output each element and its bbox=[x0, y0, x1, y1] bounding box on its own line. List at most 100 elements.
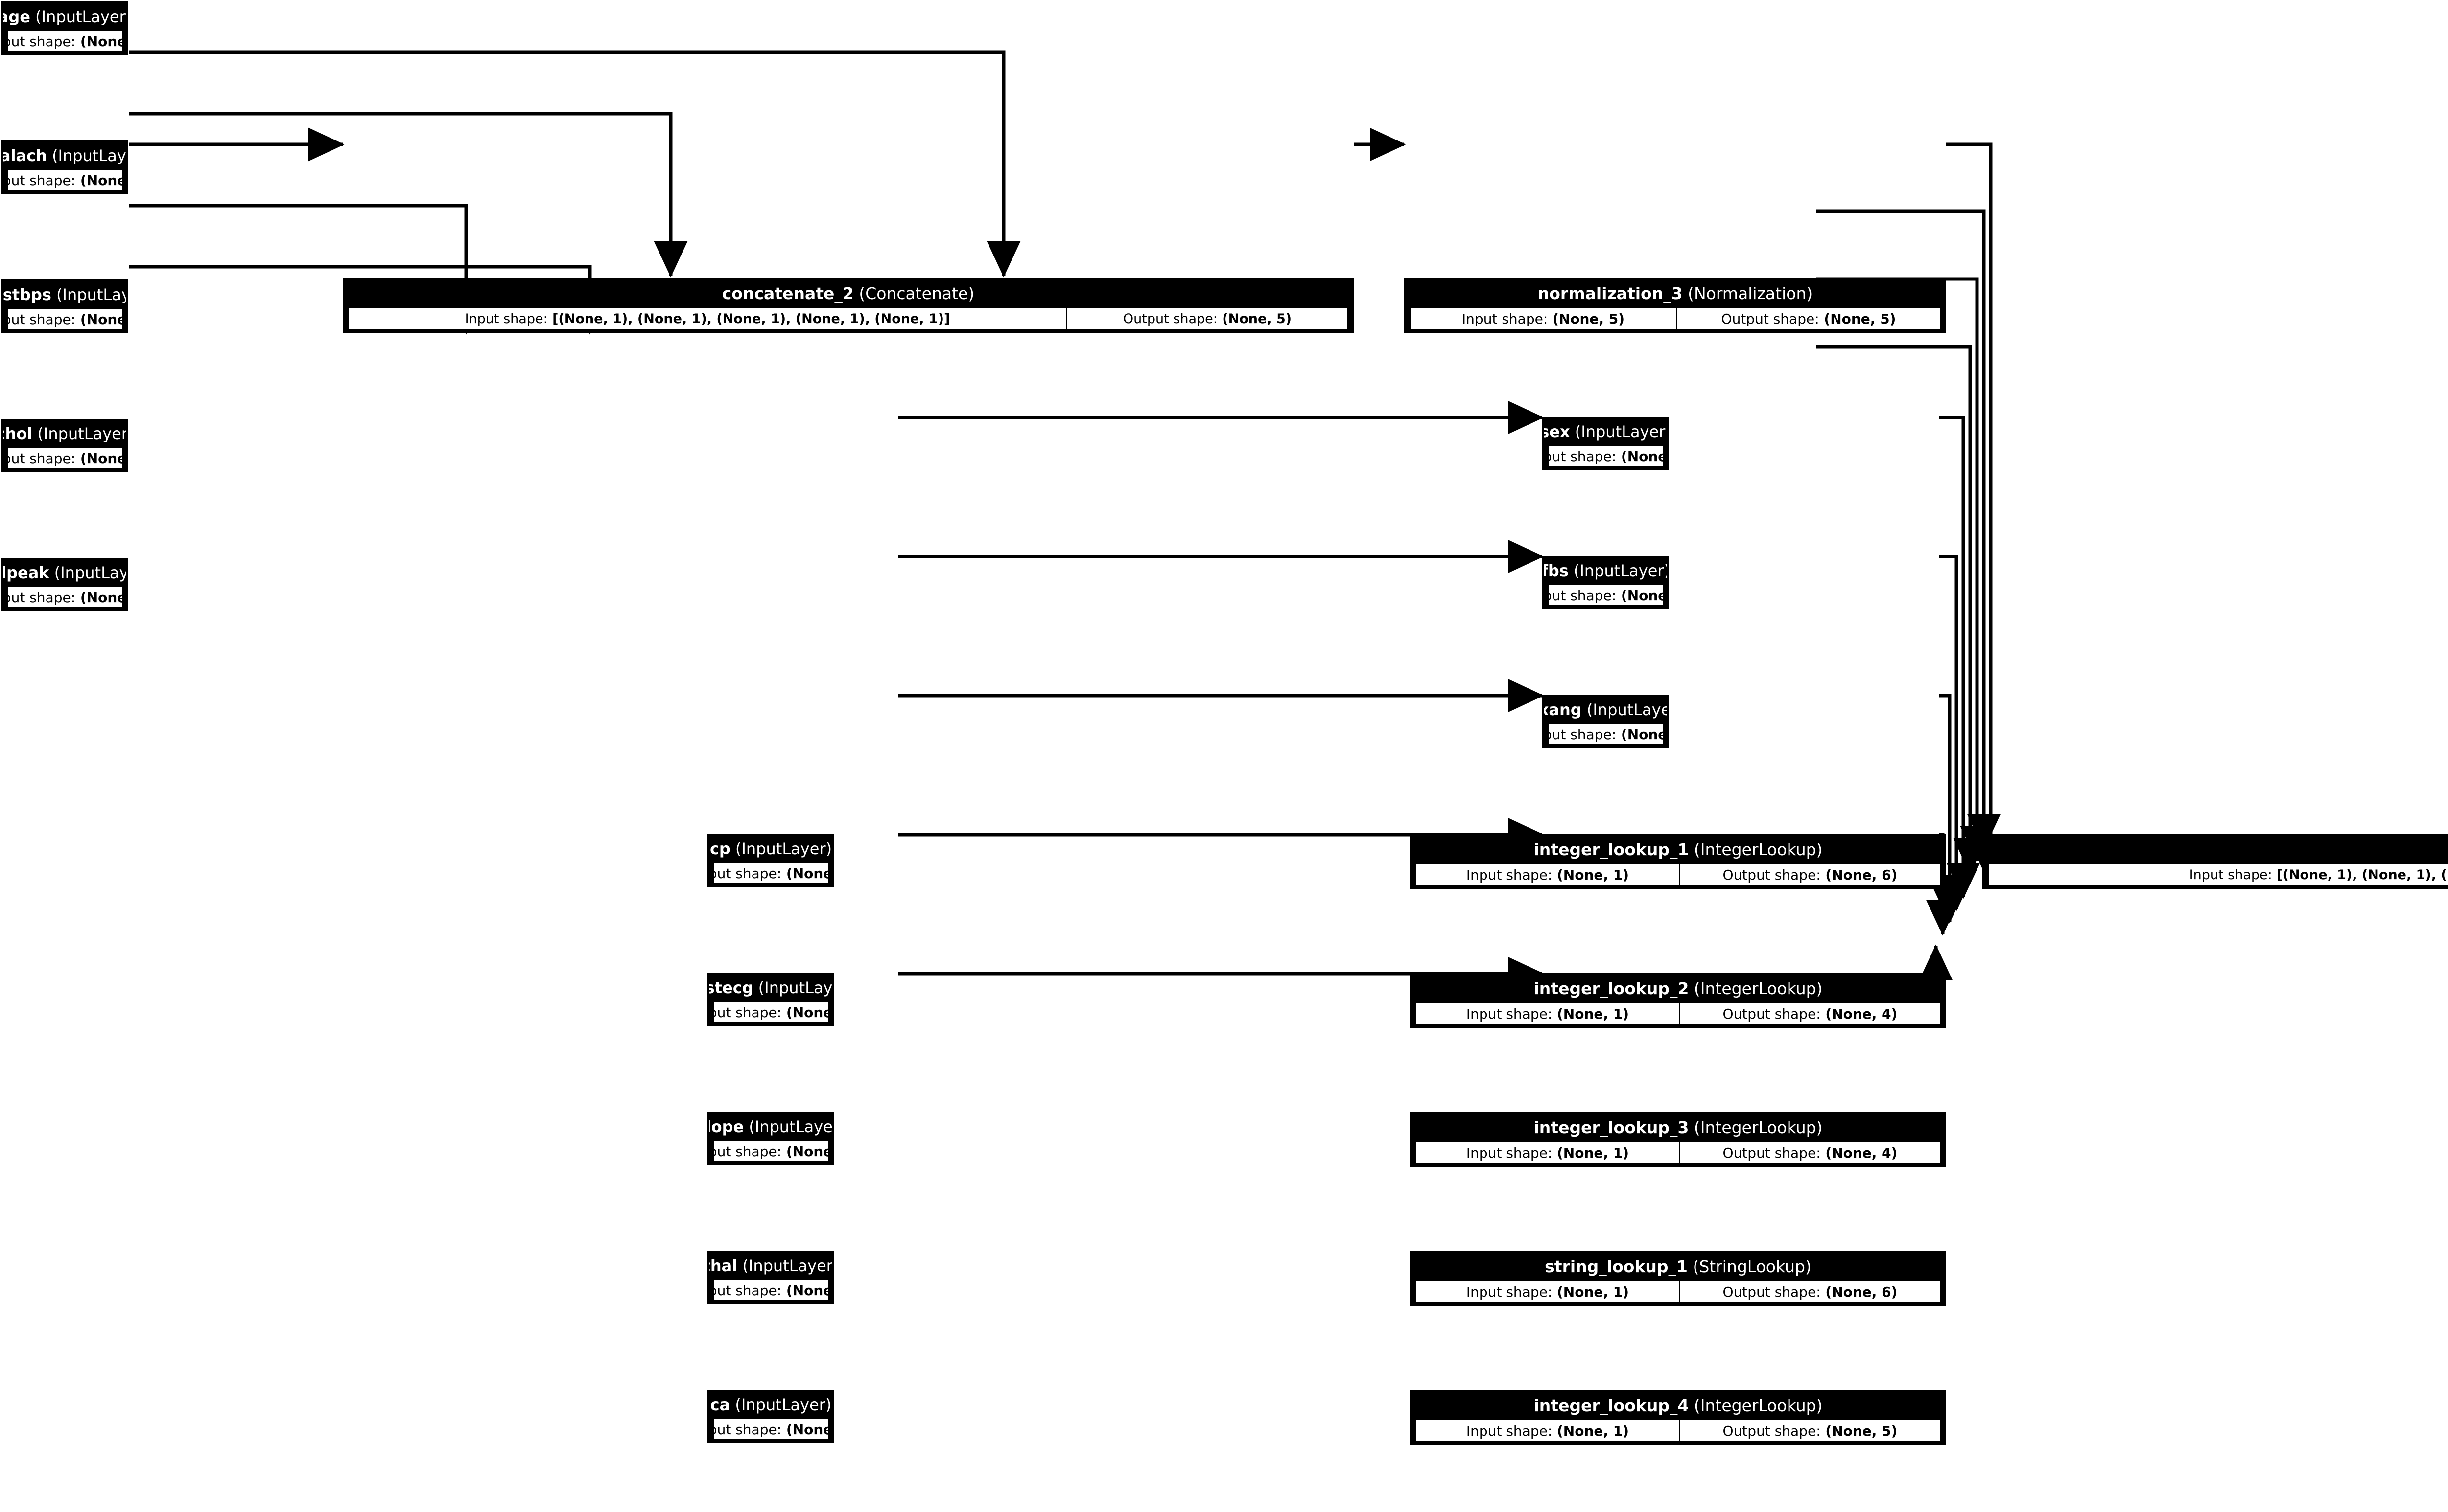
node-integer-lookup-4-header: integer_lookup_4(IntegerLookup) bbox=[1412, 1392, 1944, 1419]
node-integer-lookup-1-output: Output shape:(None, 6) bbox=[1679, 863, 1941, 886]
edge-integerlookup3-to-concatenate3 bbox=[1932, 694, 1967, 924]
edge-fbs-to-concatenate3 bbox=[1816, 277, 1994, 862]
edge-thalach-to-concatenate2 bbox=[129, 112, 688, 278]
node-integer-lookup-2-header: integer_lookup_2(IntegerLookup) bbox=[1412, 975, 1944, 1002]
node-fbs-output: Output shape:(None, 1) bbox=[1547, 584, 1664, 606]
node-chol[interactable]: chol(InputLayer) Output shape:(None, 1) bbox=[1, 419, 128, 472]
node-thal-output: Output shape:(None, 1) bbox=[712, 1279, 829, 1302]
node-restecg-header: restecg(InputLayer) bbox=[709, 975, 832, 1001]
node-age-name: age bbox=[3, 7, 30, 26]
node-concatenate-3[interactable]: concatenate_3(Concatenate) Input shape:[… bbox=[1982, 834, 2448, 889]
node-concatenate-2-header: concatenate_2(Concatenate) bbox=[345, 279, 1352, 307]
node-cp-name: cp bbox=[709, 839, 730, 858]
node-string-lookup-1[interactable]: string_lookup_1(StringLookup) Input shap… bbox=[1410, 1251, 1946, 1306]
node-fbs[interactable]: fbs(InputLayer) Output shape:(None, 1) bbox=[1542, 556, 1669, 609]
node-sex-header: sex(InputLayer) bbox=[1544, 419, 1667, 445]
node-integer-lookup-2-output: Output shape:(None, 4) bbox=[1679, 1002, 1941, 1025]
node-concatenate-2-name: concatenate_2 bbox=[722, 283, 854, 303]
node-exang-name: exang bbox=[1544, 700, 1582, 719]
node-age-type: (InputLayer) bbox=[35, 7, 126, 26]
node-sex-output: Output shape:(None, 1) bbox=[1547, 445, 1664, 467]
node-integer-lookup-1-header: integer_lookup_1(IntegerLookup) bbox=[1412, 836, 1944, 863]
node-restecg-name: restecg bbox=[709, 978, 753, 997]
node-concatenate-2-input: Input shape:[(None, 1), (None, 1), (None… bbox=[348, 307, 1067, 330]
node-thalach-output: Output shape:(None, 1) bbox=[6, 169, 123, 191]
node-oldpeak[interactable]: oldpeak(InputLayer) Output shape:(None, … bbox=[1, 558, 128, 611]
node-normalization-3-output: Output shape:(None, 5) bbox=[1676, 307, 1941, 330]
node-integer-lookup-4-name: integer_lookup_4 bbox=[1533, 1396, 1689, 1415]
node-thalach[interactable]: thalach(InputLayer) Output shape:(None, … bbox=[1, 140, 128, 194]
node-integer-lookup-3-input: Input shape:(None, 1) bbox=[1415, 1141, 1680, 1164]
node-string-lookup-1-header: string_lookup_1(StringLookup) bbox=[1412, 1253, 1944, 1280]
node-integer-lookup-3-output: Output shape:(None, 4) bbox=[1679, 1141, 1941, 1164]
edge-exang-to-concatenate3 bbox=[1816, 345, 1987, 875]
node-cp[interactable]: cp(InputLayer) Output shape:(None, 1) bbox=[707, 834, 834, 887]
node-integer-lookup-1[interactable]: integer_lookup_1(IntegerLookup) Input sh… bbox=[1410, 834, 1946, 889]
node-chol-header: chol(InputLayer) bbox=[3, 420, 126, 447]
node-thal[interactable]: thal(InputLayer) Output shape:(None, 1) bbox=[707, 1251, 834, 1304]
node-thal-header: thal(InputLayer) bbox=[709, 1253, 832, 1279]
node-thalach-name: thalach bbox=[3, 146, 47, 165]
node-normalization-3[interactable]: normalization_3(Normalization) Input sha… bbox=[1404, 278, 1946, 333]
node-chol-output: Output shape:(None, 1) bbox=[6, 447, 123, 469]
node-integer-lookup-2[interactable]: integer_lookup_2(IntegerLookup) Input sh… bbox=[1410, 973, 1946, 1028]
node-chol-name: chol bbox=[3, 424, 33, 443]
edge-age-to-concatenate2 bbox=[129, 50, 1021, 278]
node-integer-lookup-1-input: Input shape:(None, 1) bbox=[1415, 863, 1680, 886]
node-integer-lookup-1-name: integer_lookup_1 bbox=[1533, 839, 1689, 859]
edge-normalization3-to-concatenate3 bbox=[1946, 142, 2008, 887]
node-string-lookup-1-output: Output shape:(None, 6) bbox=[1679, 1280, 1941, 1303]
node-ca[interactable]: ca(InputLayer) Output shape:(None, 1) bbox=[707, 1390, 834, 1443]
edge-integerlookup1-to-concatenate3 bbox=[1939, 416, 1980, 899]
node-integer-lookup-2-name: integer_lookup_2 bbox=[1533, 978, 1689, 998]
node-integer-lookup-4[interactable]: integer_lookup_4(IntegerLookup) Input sh… bbox=[1410, 1390, 1946, 1445]
edge-integerlookup4-to-concatenate3 bbox=[1919, 944, 1953, 980]
edge-sex-to-concatenate3 bbox=[1816, 209, 2001, 850]
node-age[interactable]: age (InputLayer) Output shape:(None, 1) bbox=[1, 1, 128, 55]
node-slope-header: slope(InputLayer) bbox=[709, 1114, 832, 1140]
node-exang-header: exang(InputLayer) bbox=[1544, 697, 1667, 723]
node-thalach-header: thalach(InputLayer) bbox=[3, 142, 126, 169]
node-trestbps-header: trestbps(InputLayer) bbox=[3, 281, 126, 308]
node-normalization-3-input: Input shape:(None, 5) bbox=[1409, 307, 1677, 330]
node-fbs-header: fbs(InputLayer) bbox=[1544, 558, 1667, 584]
node-trestbps[interactable]: trestbps(InputLayer) Output shape:(None,… bbox=[1, 279, 128, 333]
node-oldpeak-header: oldpeak(InputLayer) bbox=[3, 559, 126, 586]
node-age-header: age (InputLayer) bbox=[3, 3, 126, 30]
node-exang-output: Output shape:(None, 1) bbox=[1547, 723, 1664, 745]
node-concatenate-3-input: Input shape:[(None, 1), (None, 1), (None… bbox=[1987, 863, 2448, 886]
node-trestbps-output: Output shape:(None, 1) bbox=[6, 308, 123, 330]
node-fbs-name: fbs bbox=[1544, 561, 1569, 580]
node-ca-output: Output shape:(None, 1) bbox=[712, 1418, 829, 1441]
node-integer-lookup-4-output: Output shape:(None, 5) bbox=[1679, 1419, 1941, 1442]
node-cp-header: cp(InputLayer) bbox=[709, 836, 832, 862]
node-string-lookup-1-name: string_lookup_1 bbox=[1545, 1256, 1688, 1276]
node-restecg-output: Output shape:(None, 1) bbox=[712, 1001, 829, 1024]
node-age-output: Output shape:(None, 1) bbox=[6, 30, 123, 52]
node-concatenate-2-output: Output shape:(None, 5) bbox=[1066, 307, 1349, 330]
node-trestbps-name: trestbps bbox=[3, 285, 51, 304]
node-oldpeak-name: oldpeak bbox=[3, 563, 49, 582]
node-concatenate-2[interactable]: concatenate_2(Concatenate) Input shape:[… bbox=[343, 278, 1354, 333]
node-integer-lookup-4-input: Input shape:(None, 1) bbox=[1415, 1419, 1680, 1442]
node-integer-lookup-3-header: integer_lookup_3(IntegerLookup) bbox=[1412, 1114, 1944, 1141]
node-exang[interactable]: exang(InputLayer) Output shape:(None, 1) bbox=[1542, 695, 1669, 748]
node-slope[interactable]: slope(InputLayer) Output shape:(None, 1) bbox=[707, 1112, 834, 1165]
node-slope-name: slope bbox=[709, 1117, 744, 1136]
edge-integerlookup2-to-concatenate3 bbox=[1939, 555, 1974, 911]
node-ca-header: ca(InputLayer) bbox=[709, 1392, 832, 1418]
node-ca-name: ca bbox=[710, 1396, 730, 1414]
node-restecg[interactable]: restecg(InputLayer) Output shape:(None, … bbox=[707, 973, 834, 1026]
node-cp-output: Output shape:(None, 1) bbox=[712, 862, 829, 884]
node-sex-name: sex bbox=[1544, 422, 1570, 441]
node-concatenate-3-header: concatenate_3(Concatenate) bbox=[1984, 836, 2448, 863]
node-thal-name: thal bbox=[709, 1256, 738, 1275]
node-integer-lookup-2-input: Input shape:(None, 1) bbox=[1415, 1002, 1680, 1025]
node-slope-output: Output shape:(None, 1) bbox=[712, 1140, 829, 1163]
node-integer-lookup-3-name: integer_lookup_3 bbox=[1533, 1117, 1689, 1137]
node-normalization-3-name: normalization_3 bbox=[1537, 283, 1683, 303]
node-sex[interactable]: sex(InputLayer) Output shape:(None, 1) bbox=[1542, 417, 1669, 470]
node-integer-lookup-3[interactable]: integer_lookup_3(IntegerLookup) Input sh… bbox=[1410, 1112, 1946, 1167]
